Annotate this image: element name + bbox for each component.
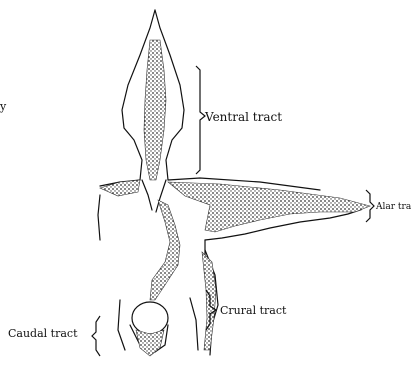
alar-tract-area: [168, 182, 370, 232]
shoulder-left-area: [100, 180, 140, 196]
crural-tract-label: Crural tract: [220, 304, 286, 317]
caudal-tract-label: Caudal tract: [8, 327, 78, 340]
alar-tract-label: Alar tra: [376, 202, 411, 212]
spinal-tract-area: [150, 200, 180, 300]
caudal-tract-area: [136, 330, 164, 356]
crural-tract-area: [202, 252, 216, 350]
edge-mark-label: y: [0, 100, 6, 113]
caudal-bracket: [92, 316, 100, 356]
ventral-bracket: [196, 66, 205, 174]
ventral-tract-label: Ventral tract: [205, 110, 282, 124]
ventral-tract-area: [144, 40, 166, 180]
